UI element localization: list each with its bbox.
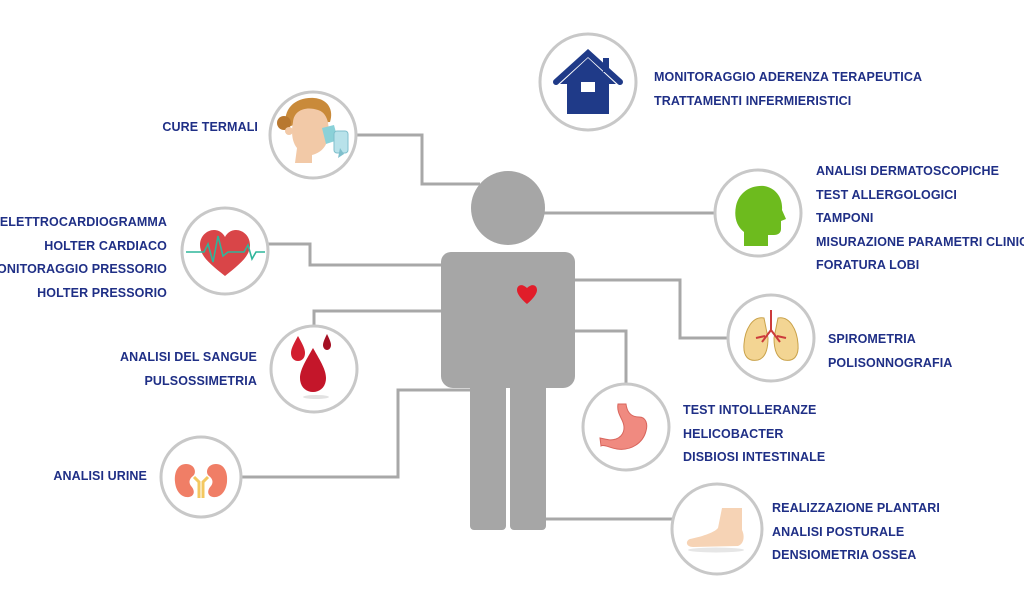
- label-cardio-line-3: MONITORAGGIO PRESSORIO: [0, 262, 167, 276]
- connector-lungs: [574, 278, 728, 340]
- circle-foot: [670, 482, 764, 576]
- label-thermal-line-1: CURE TERMALI: [162, 120, 258, 134]
- label-head-line-1: ANALISI DERMATOSCOPICHE: [816, 164, 1000, 178]
- label-group-kidneys: ANALISI URINE: [53, 465, 147, 489]
- circle-lungs: [726, 293, 816, 383]
- kidneys-icon: [174, 464, 228, 498]
- label-group-thermal: CURE TERMALI: [162, 116, 258, 140]
- label-foot-line-3: DENSIOMETRIA OSSEA: [772, 548, 917, 562]
- label-head-line-4: MISURAZIONE PARAMETRI CLINICI: [816, 234, 1024, 249]
- silhouette-torso: [441, 252, 575, 388]
- label-group-blood: ANALISI DEL SANGUE PULSOSSIMETRIA: [120, 346, 257, 393]
- label-head-line-5: FORATURA LOBI: [816, 258, 920, 272]
- silhouette-right-arm: [543, 252, 575, 384]
- connector-thermal: [357, 133, 480, 186]
- label-cardio-line-1: ELETTROCARDIOGRAMMA: [0, 215, 167, 229]
- connector-stomach: [574, 329, 628, 384]
- label-group-head: ANALISI DERMATOSCOPICHE TEST ALLERGOLOGI…: [816, 160, 1024, 278]
- inhaler-woman-icon: [277, 97, 349, 163]
- silhouette-left-leg: [470, 370, 506, 530]
- label-group-lungs: SPIROMETRIA POLISONNOGRAFIA: [828, 328, 952, 375]
- label-lungs-line-2: POLISONNOGRAFIA: [828, 355, 953, 370]
- label-blood-line-1: ANALISI DEL SANGUE: [120, 350, 257, 364]
- heart-ecg-icon: [186, 230, 265, 276]
- label-cardio-line-4: HOLTER PRESSORIO: [37, 285, 167, 300]
- house-icon: [553, 48, 623, 114]
- lungs-icon: [743, 310, 799, 361]
- stomach-icon: [599, 403, 648, 450]
- label-group-cardio: ELETTROCARDIOGRAMMA HOLTER CARDIACO MONI…: [0, 211, 167, 305]
- chest-heart-icon: [517, 285, 537, 304]
- foot-icon: [686, 508, 744, 553]
- label-stomach-line-2: HELICOBACTER: [683, 426, 784, 441]
- icon-circles: [159, 32, 816, 576]
- silhouette-head: [471, 171, 545, 245]
- connector-blood: [312, 309, 442, 326]
- label-stomach-line-1: TEST INTOLLERANZE: [683, 403, 817, 417]
- label-kidneys-line-1: ANALISI URINE: [53, 469, 147, 483]
- circle-kidneys: [159, 435, 243, 519]
- label-group-stomach: TEST INTOLLERANZE HELICOBACTER DISBIOSI …: [683, 399, 825, 470]
- label-group-foot: REALIZZAZIONE PLANTARI ANALISI POSTURALE…: [772, 497, 940, 568]
- label-group-home: MONITORAGGIO ADERENZA TERAPEUTICA TRATTA…: [654, 66, 922, 113]
- silhouette-left-arm: [441, 252, 473, 384]
- connector-kidneys: [238, 388, 470, 479]
- label-home-line-1: MONITORAGGIO ADERENZA TERAPEUTICA: [654, 70, 923, 84]
- blood-drops-icon: [291, 334, 331, 399]
- label-head-line-2: TEST ALLERGOLOGICI: [816, 187, 957, 202]
- label-cardio-line-2: HOLTER CARDIACO: [44, 238, 167, 253]
- label-foot-line-1: REALIZZAZIONE PLANTARI: [772, 501, 940, 515]
- label-foot-line-2: ANALISI POSTURALE: [772, 524, 905, 539]
- connector-cardio: [268, 242, 442, 267]
- label-blood-line-2: PULSOSSIMETRIA: [144, 373, 257, 388]
- human-silhouette: [441, 171, 575, 530]
- silhouette-right-leg: [510, 370, 546, 530]
- head-profile-icon: [735, 185, 786, 246]
- connector-lines: [238, 133, 728, 521]
- label-lungs-line-1: SPIROMETRIA: [828, 332, 916, 346]
- label-stomach-line-3: DISBIOSI INTESTINALE: [683, 450, 826, 464]
- label-head-line-3: TAMPONI: [816, 211, 874, 225]
- label-home-line-2: TRATTAMENTI INFERMIERISTICI: [654, 93, 852, 108]
